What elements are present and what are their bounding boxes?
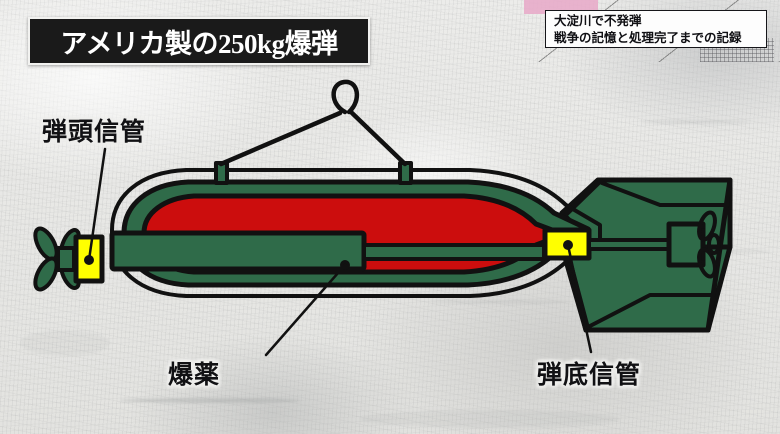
caption-line-1: 大淀川で不発弾 — [554, 14, 642, 28]
suspension-cable-left — [218, 110, 343, 167]
tail-fin-fold-lower — [588, 293, 716, 328]
tail-fuze-assembly — [542, 227, 592, 261]
caption-line-2: 戦争の記憶と処理完了までの記録 — [554, 31, 742, 45]
nose-fuze-tube — [109, 230, 367, 272]
caption-box: 大淀川で不発弾 戦争の記憶と処理完了までの記録 — [545, 10, 767, 48]
tail-fuze-rod — [587, 238, 671, 251]
tail-vane-propeller — [697, 210, 721, 279]
suspension-cable-right — [349, 110, 408, 167]
label-nose-fuze: 弾頭信管 — [42, 119, 147, 146]
leader-line-explosive — [264, 263, 347, 357]
title-text: アメリカ製の250kg爆弾 — [60, 28, 338, 59]
tail-fin-fold-upper — [600, 181, 730, 207]
label-explosive: 爆薬 — [168, 362, 221, 389]
leader-line-tail-fuze — [566, 243, 593, 354]
booster-tube-center — [362, 243, 546, 261]
title-banner: アメリカ製の250kg爆弾 — [28, 17, 370, 65]
label-tail-fuze: 弾底信管 — [537, 362, 642, 389]
suspension-hook-loop — [331, 79, 360, 115]
leader-line-nose-fuze — [87, 147, 107, 262]
